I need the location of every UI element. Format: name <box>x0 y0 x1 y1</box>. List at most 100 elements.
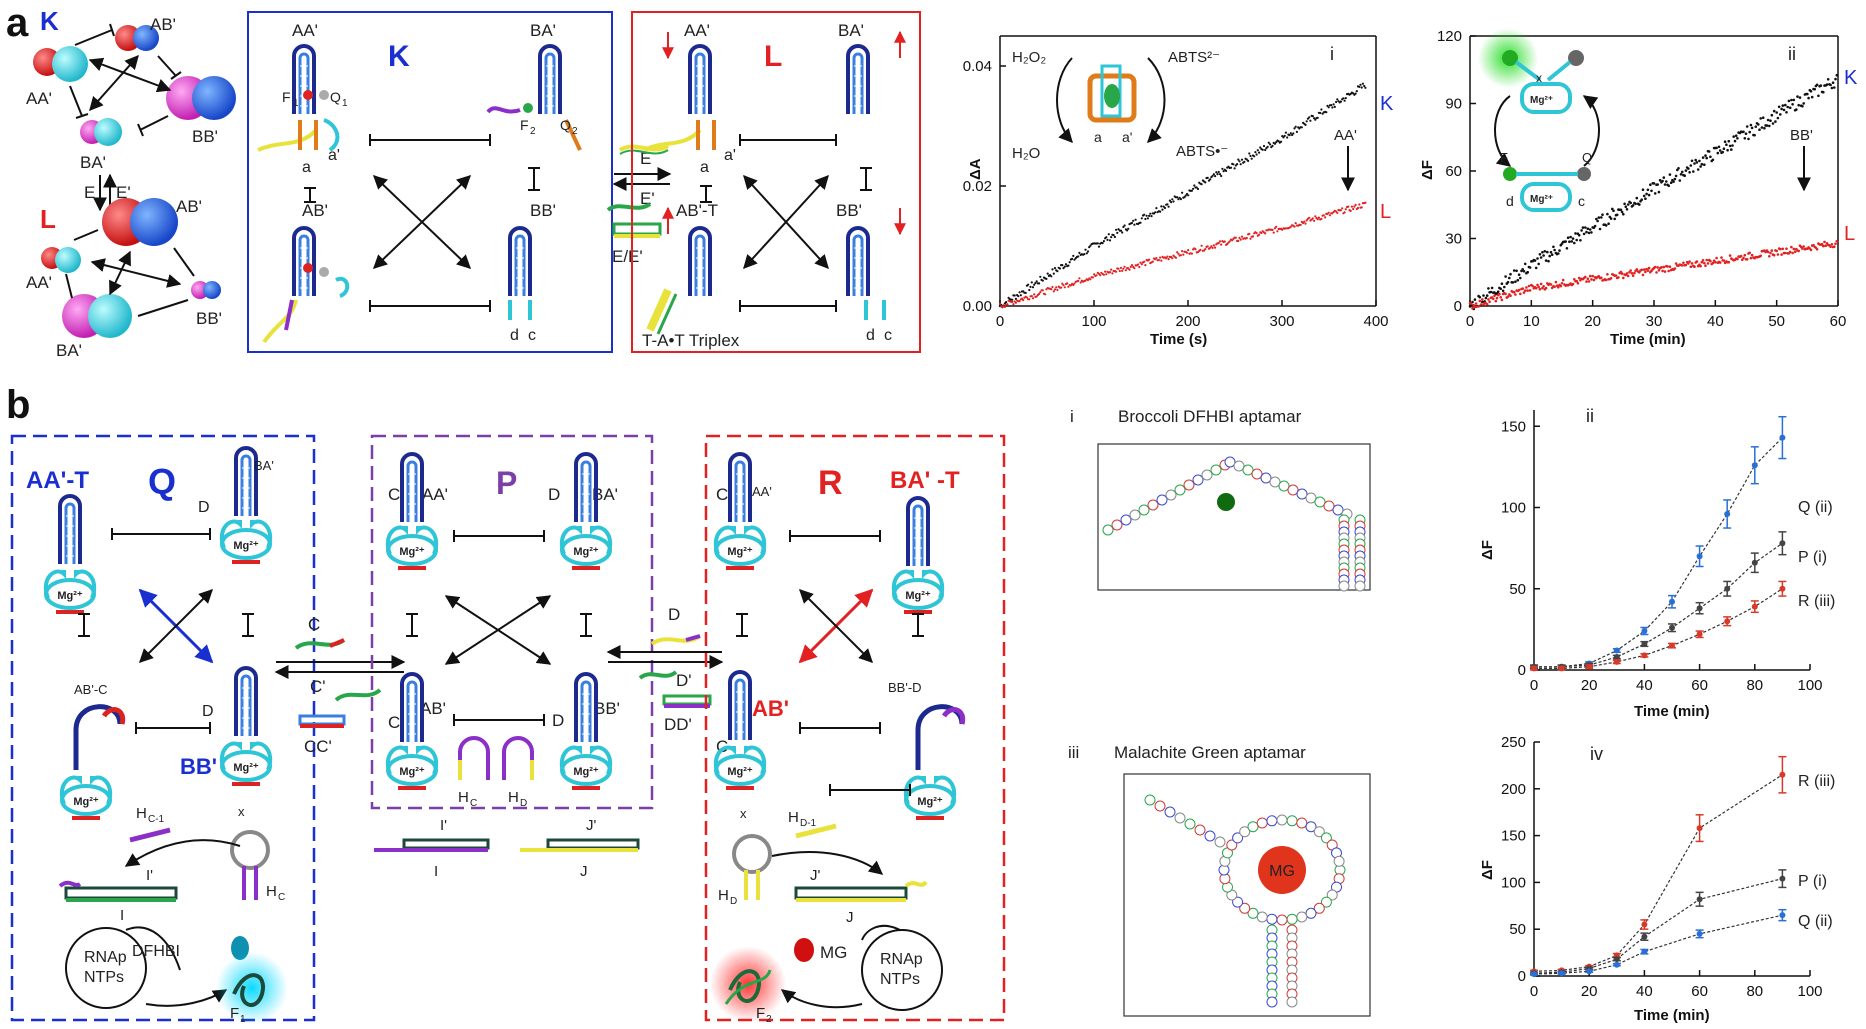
plot-aii-point-l <box>1631 274 1635 278</box>
plot-aii-point-k <box>1570 240 1574 243</box>
aptamer-iii-nucleotide <box>1320 896 1332 908</box>
aptamer-i-nucleotide <box>1147 499 1159 511</box>
c-exchange: C C' CC' <box>274 615 406 756</box>
plot-ai-point-k <box>1361 82 1364 85</box>
plot-ai-point-l <box>1220 243 1223 246</box>
plot-ai-point-k <box>1102 240 1105 243</box>
box-p-j: J <box>580 863 588 880</box>
plot-aii-point-k <box>1796 95 1799 98</box>
plot-aii-point-l <box>1487 298 1490 301</box>
plot-ai-aprime: a' <box>1122 129 1132 145</box>
bii-point <box>1613 654 1620 660</box>
plot-ai-point-k <box>1029 285 1032 288</box>
plot-aii-k: K <box>1844 67 1858 89</box>
plot-aii-point-k <box>1780 107 1783 111</box>
plot-aii-point-l <box>1766 250 1770 254</box>
plot-aii-point-k <box>1760 126 1764 129</box>
plot-ai-point-l <box>1281 228 1284 231</box>
plot-ai-point-l <box>1344 208 1347 211</box>
box-q-i: I <box>120 907 124 924</box>
plot-aii-point-l <box>1521 287 1524 290</box>
plot-ai-point-k <box>1308 116 1311 119</box>
aptamer-i-nucleotide <box>1210 464 1222 476</box>
aptamer-i-nucleotide <box>1260 472 1272 484</box>
bii-xtick-label: 0 <box>1530 677 1538 694</box>
box-q-dfhbi: DFHBI <box>132 943 180 960</box>
plot-ai-point-k <box>1254 151 1257 154</box>
plot-ai-point-k <box>1134 218 1137 221</box>
aii-ytick-label: 120 <box>1437 28 1462 45</box>
plot-aii-point-k <box>1588 228 1592 231</box>
plot-ai-point-k <box>1068 261 1071 264</box>
plot-bii-roman: ii <box>1586 406 1594 426</box>
biv-series-line <box>1533 878 1783 974</box>
plot-aii-point-k <box>1684 169 1688 172</box>
plot-aii-point-k <box>1590 231 1593 234</box>
box-q-ntps: NTPs <box>84 969 124 986</box>
plot-ai-point-k <box>1267 141 1270 144</box>
plot-aii-point-k <box>1680 170 1684 174</box>
e-exchange: E E' E/E' <box>606 144 672 266</box>
box-p-jprime: J' <box>586 817 597 834</box>
plot-aii-point-l <box>1833 245 1836 248</box>
bii-point <box>1531 665 1537 672</box>
plot-ai-point-l <box>1086 278 1090 282</box>
plot-aii-point-k <box>1622 212 1625 216</box>
plot-ai-point-l <box>1289 225 1292 228</box>
plot-aii-point-l <box>1606 273 1609 276</box>
plot-ai-point-l <box>1089 278 1092 281</box>
plot-aii-point-l <box>1590 278 1593 281</box>
plot-aii-point-k <box>1549 250 1553 254</box>
plot-aii-point-k <box>1787 99 1791 103</box>
plot-aii-point-l <box>1509 294 1512 298</box>
plot-aii-point-k <box>1586 227 1590 230</box>
plot-ai-point-k <box>1335 100 1338 104</box>
plot-ai-point-k <box>1331 106 1334 109</box>
plot-aii-point-k <box>1631 204 1635 207</box>
ai-xtick-label: 200 <box>1175 313 1200 330</box>
plot-aii-point-k <box>1763 126 1766 130</box>
plot-ai-point-l <box>1159 256 1162 259</box>
plot-aii-point-l <box>1703 261 1706 265</box>
plot-aii-point-k <box>1652 182 1656 185</box>
plot-ai-point-l <box>1067 285 1070 288</box>
box-l-bb: BB' <box>836 201 862 220</box>
bii-ytick-label: 100 <box>1501 500 1526 517</box>
plot-aii-point-k <box>1623 202 1626 206</box>
plot-ai-point-k <box>1355 90 1358 93</box>
bii-point <box>1696 553 1703 560</box>
plot-ai-point-l <box>1060 286 1063 289</box>
box-p-content: P C AA' D BA' C AB' D BB' H C H D <box>385 452 620 809</box>
plot-aii-point-k <box>1611 207 1614 211</box>
legend-k-ab: AB' <box>150 15 176 34</box>
plot-aii-point-l <box>1776 253 1780 256</box>
plot-ai-point-k <box>1179 198 1182 201</box>
bii-point <box>1779 585 1786 592</box>
plot-aii-point-k <box>1573 241 1576 245</box>
plot-aii-point-l <box>1553 285 1556 289</box>
box-r-title: R <box>818 464 843 502</box>
aptamer-i-nucleotide <box>1278 480 1290 492</box>
plot-aii-point-l <box>1706 262 1710 265</box>
plot-ai-point-k <box>1217 170 1220 174</box>
plot-aii-point-k <box>1473 298 1477 301</box>
plot-bii-label-p: P (i) <box>1798 549 1827 566</box>
plot-aii-point-l <box>1614 274 1618 277</box>
plot-ai-point-k <box>1216 173 1219 176</box>
aptamer-iii-nucleotide <box>1286 913 1298 925</box>
plot-aii-point-k <box>1736 137 1739 140</box>
plot-ai-point-l <box>1240 235 1244 238</box>
plot-aii-point-k <box>1517 273 1521 277</box>
plot-ai-point-l <box>1018 300 1021 303</box>
plot-ai-point-k <box>1309 119 1312 122</box>
plot-ai-point-l <box>1140 263 1143 266</box>
plot-aii-point-k <box>1640 198 1643 201</box>
mid-cprime: C' <box>310 677 326 696</box>
biv-series-line <box>1533 914 1783 975</box>
box-l-content: L AA' BA' AB'-T BB' a a' T-A•T Triplex d… <box>642 21 906 350</box>
plot-ai-point-l <box>1264 232 1267 235</box>
box-q-x: x <box>238 804 245 819</box>
plot-ai-point-k <box>1056 270 1059 273</box>
plot-aii-point-l <box>1591 274 1594 278</box>
plot-aii-point-k <box>1500 282 1504 286</box>
